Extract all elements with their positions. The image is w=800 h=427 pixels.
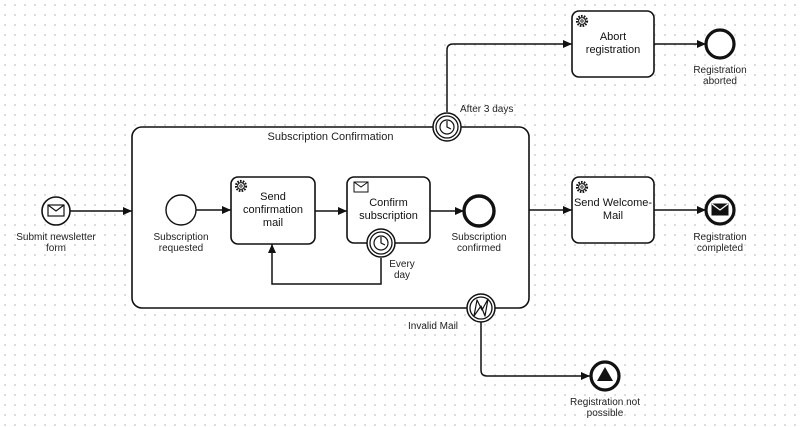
end-event-subscription-confirmed-label: Subscription confirmed: [451, 232, 507, 254]
task-send-welcome-mail[interactable]: [571, 176, 655, 244]
boundary-invalid-mail-label: Invalid Mail: [408, 321, 459, 332]
end-event-registration-completed[interactable]: [704, 194, 736, 226]
start-event-submit-form[interactable]: [41, 196, 71, 226]
end-event-registration-not-possible-label: Registration not possible: [569, 397, 641, 419]
task-send-confirmation-mail[interactable]: [230, 176, 316, 245]
envelope-icon: [47, 204, 65, 217]
gear-icon: [234, 179, 248, 193]
task-confirm-subscription[interactable]: [346, 176, 431, 244]
timer-icon: [373, 235, 389, 251]
task-abort-registration-label: Abort registration: [585, 31, 641, 56]
error-icon: [473, 298, 489, 317]
boundary-after-3-days-label: After 3 days: [460, 104, 514, 115]
flow-every-day-loop[interactable]: [268, 244, 382, 285]
boundary-timer-after-3-days[interactable]: [432, 112, 462, 142]
end-event-registration-aborted-label: Registration aborted: [693, 65, 747, 87]
start-event-submit-form-label: Submit newsletter form: [16, 232, 96, 254]
boundary-every-day-label: Every day: [389, 259, 415, 281]
start-event-subscription-requested-label: Subscription requested: [153, 232, 209, 254]
end-event-registration-not-possible[interactable]: [589, 360, 621, 392]
envelope-icon: [711, 203, 729, 216]
subprocess-container[interactable]: [131, 126, 530, 309]
end-event-registration-aborted[interactable]: [704, 28, 736, 60]
timer-icon: [439, 119, 455, 135]
task-abort-registration[interactable]: [571, 10, 655, 78]
gear-icon: [575, 180, 589, 194]
flow-after-3-days[interactable]: [446, 40, 572, 112]
task-send-welcome-mail-label: Send Welcome- Mail: [573, 197, 653, 222]
start-event-subscription-requested[interactable]: [165, 194, 197, 226]
gear-icon: [575, 14, 589, 28]
end-event-registration-completed-label: Registration completed: [693, 232, 747, 254]
boundary-error-invalid-mail[interactable]: [466, 293, 496, 323]
task-confirm-subscription-label: Confirm subscription: [359, 197, 418, 222]
flow-invalid-mail[interactable]: [480, 322, 590, 380]
envelope-icon: [353, 181, 369, 193]
subprocess-title: Subscription Confirmation: [267, 131, 394, 143]
boundary-timer-every-day[interactable]: [366, 228, 396, 258]
task-send-confirmation-mail-label: Send confirmation mail: [243, 191, 303, 229]
signal-icon: [597, 367, 613, 381]
end-event-subscription-confirmed[interactable]: [462, 194, 496, 228]
